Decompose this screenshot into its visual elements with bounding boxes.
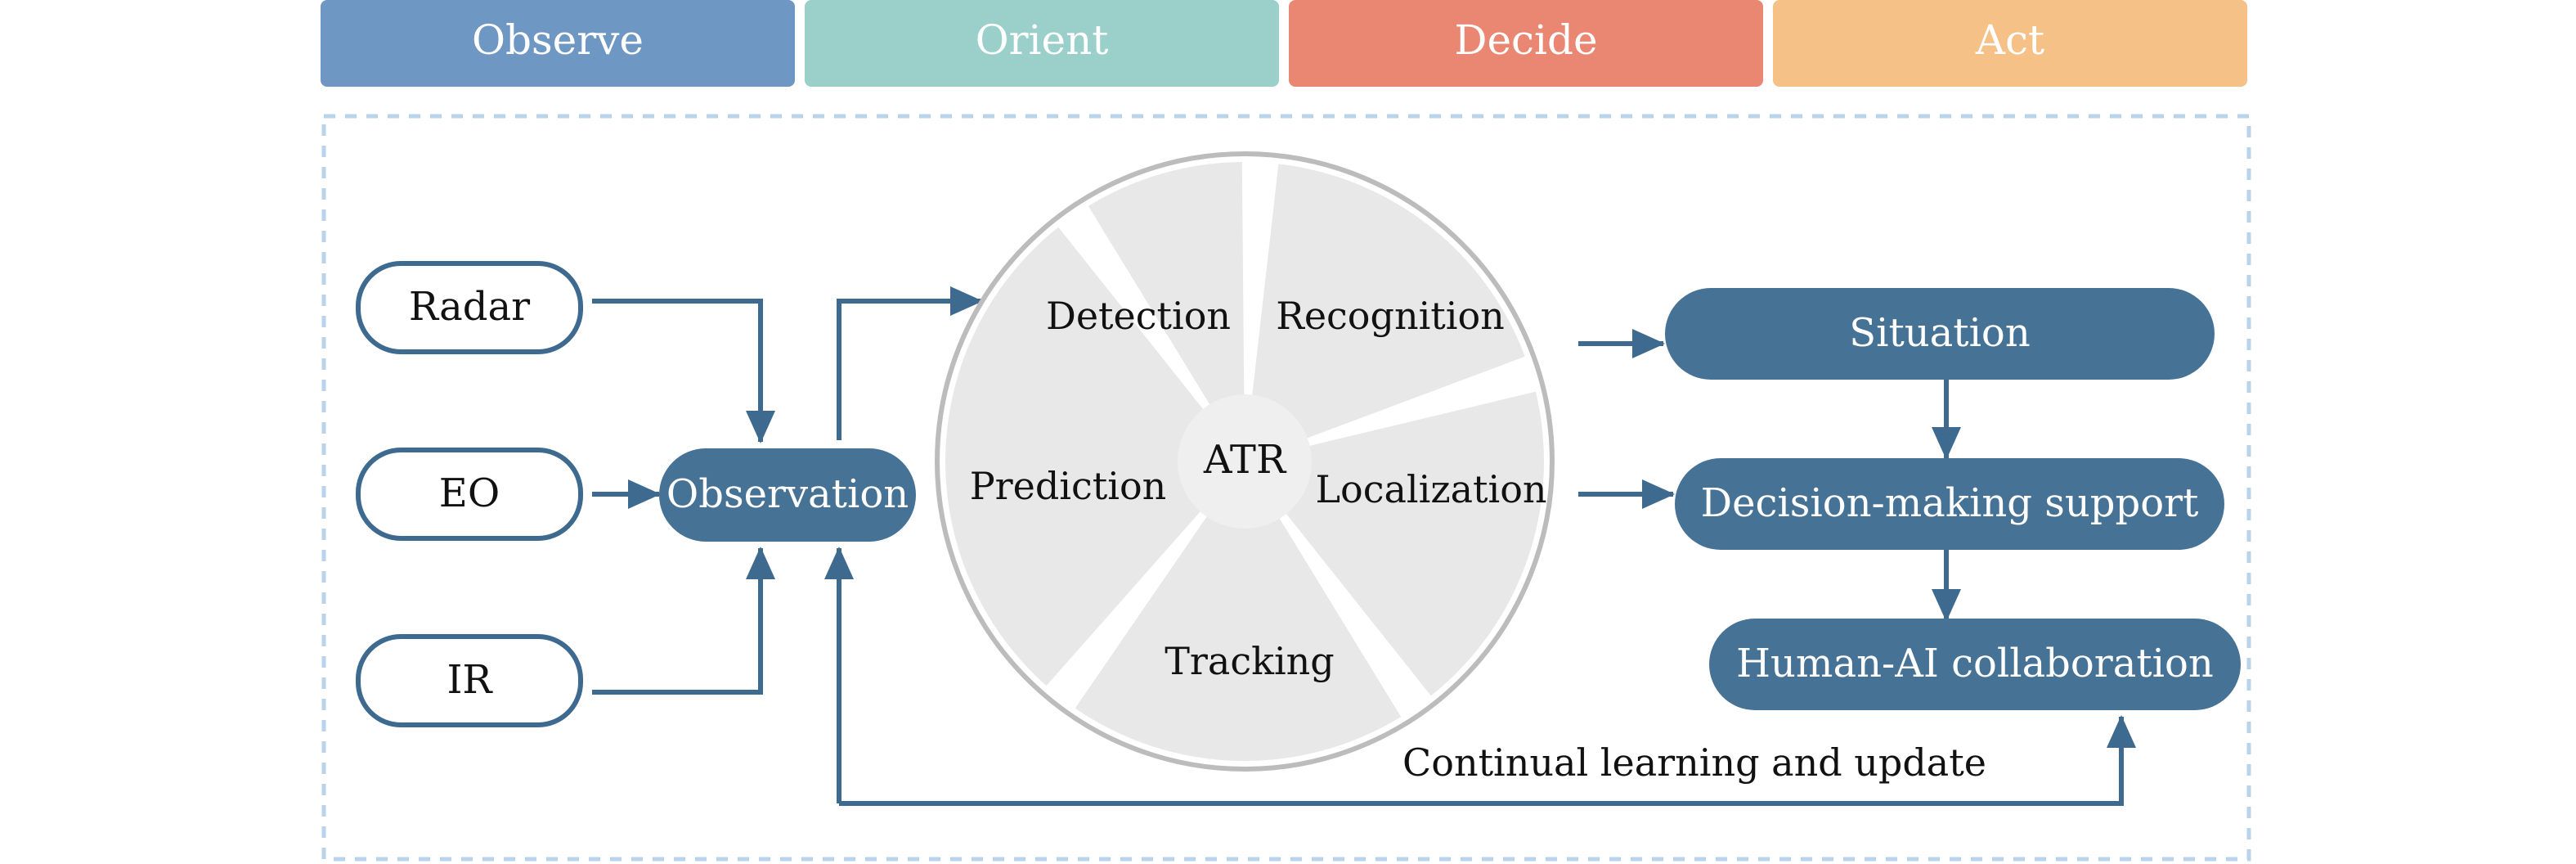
atr-segment-tracking <box>1075 461 1402 761</box>
atr-center-circle <box>1178 394 1312 529</box>
sensor-ir-label: IR <box>447 657 493 703</box>
human-ai-collaboration-label: Human-AI collaboration <box>1736 641 2214 686</box>
phase-orient-box <box>805 0 1279 87</box>
atr-center-label: ATR <box>1203 437 1287 483</box>
situation-label: Situation <box>1849 310 2031 356</box>
phase-act-box <box>1773 0 2247 87</box>
atr-segment-prediction-label: Prediction <box>970 464 1167 508</box>
phase-act-label: Act <box>1975 16 2044 64</box>
phase-orient-label: Orient <box>976 16 1109 64</box>
atr-segment-detection <box>1088 162 1245 461</box>
observation-node <box>659 448 916 542</box>
sensor-eo-label: EO <box>439 470 500 516</box>
observation-to-atr-arrow <box>837 286 983 440</box>
sensor-eo-node <box>356 448 583 541</box>
feedback-label: Continual learning and update <box>1402 740 1986 785</box>
dashed-frame <box>321 114 2251 862</box>
observation-label: Observation <box>666 471 909 517</box>
phase-observe-box <box>321 0 795 87</box>
sensor-radar-label: Radar <box>409 284 530 330</box>
atr-segment-localization-label: Localization <box>1315 467 1546 511</box>
phase-bar: Observe Orient Decide Act <box>321 0 2247 87</box>
atr-segment-localization <box>1245 391 1544 696</box>
phase-observe-label: Observe <box>472 16 644 64</box>
ir-to-observation-arrow <box>592 547 775 695</box>
atr-segment-recognition-label: Recognition <box>1276 294 1505 338</box>
sensor-radar-node <box>356 261 583 354</box>
atr-segment-detection-label: Detection <box>1046 294 1231 338</box>
decision-support-label: Decision-making support <box>1701 480 2199 526</box>
atr-wheel: ATR Detection Recognition Localization T… <box>935 151 1555 772</box>
atr-segment-prediction <box>945 227 1245 686</box>
decision-support-node <box>1675 458 2224 550</box>
phase-decide-box <box>1289 0 1763 87</box>
radar-to-observation-arrow <box>592 299 775 443</box>
human-ai-collaboration-node <box>1709 619 2241 710</box>
phase-decide-label: Decide <box>1454 16 1597 64</box>
atr-segment-recognition <box>1245 164 1525 461</box>
situation-node <box>1665 288 2215 380</box>
feedback-loop-arrow-to-collaboration <box>839 715 2136 806</box>
atr-segment-tracking-label: Tracking <box>1165 639 1335 683</box>
sensor-ir-node <box>356 634 583 727</box>
